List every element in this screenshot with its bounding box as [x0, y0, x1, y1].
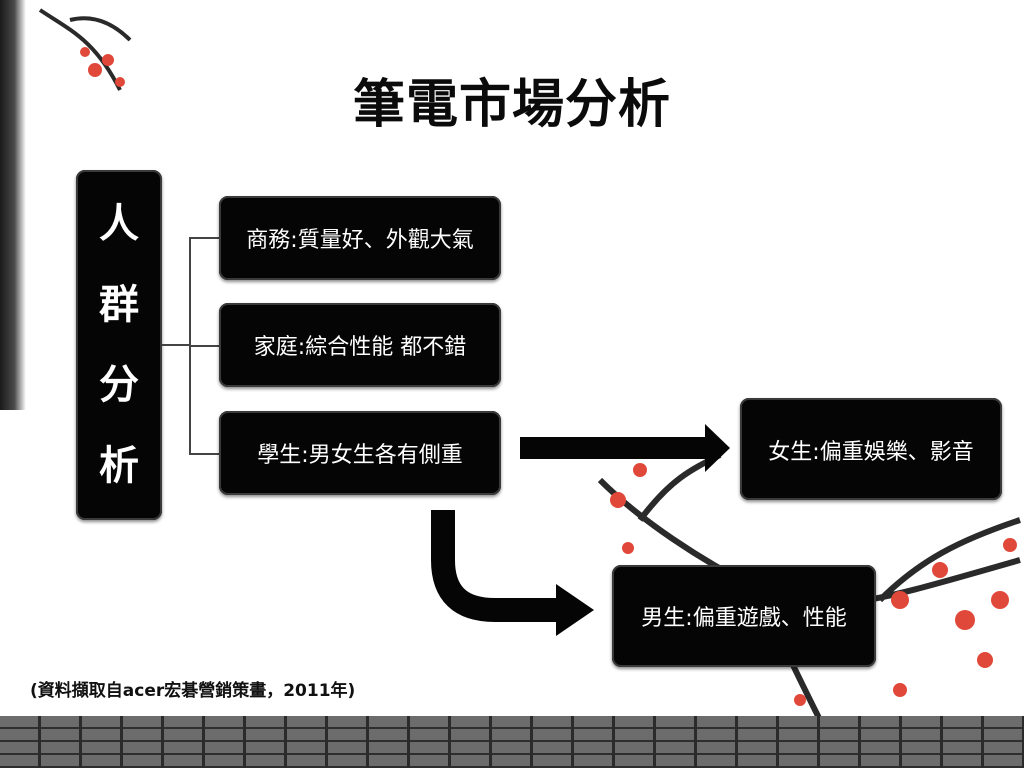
connector-branch [189, 345, 219, 347]
branch-node-student: 學生:男女生各有側重 [219, 411, 501, 495]
brick-wall-decoration [0, 716, 1024, 768]
root-char: 群 [99, 281, 139, 328]
connector-branch [189, 453, 219, 455]
branch-node-business: 商務:質量好、外觀大氣 [219, 196, 501, 280]
leaf-node-female: 女生:偏重娛樂、影音 [740, 398, 1002, 500]
leaf-node-male: 男生:偏重遊戲、性能 [612, 565, 876, 667]
branch-node-family: 家庭:綜合性能 都不錯 [219, 303, 501, 387]
ink-brush-decoration [0, 0, 26, 410]
root-char: 析 [99, 442, 139, 489]
root-char: 人 [99, 201, 139, 248]
connector-branch [189, 237, 219, 239]
connector-stem [162, 344, 190, 346]
root-char: 分 [99, 362, 139, 409]
page-title: 筆電市場分析 [352, 75, 671, 135]
root-node: 人 群 分 析 [76, 170, 162, 520]
source-note: (資料擷取自acer宏碁營銷策畫，2011年) [30, 681, 356, 701]
